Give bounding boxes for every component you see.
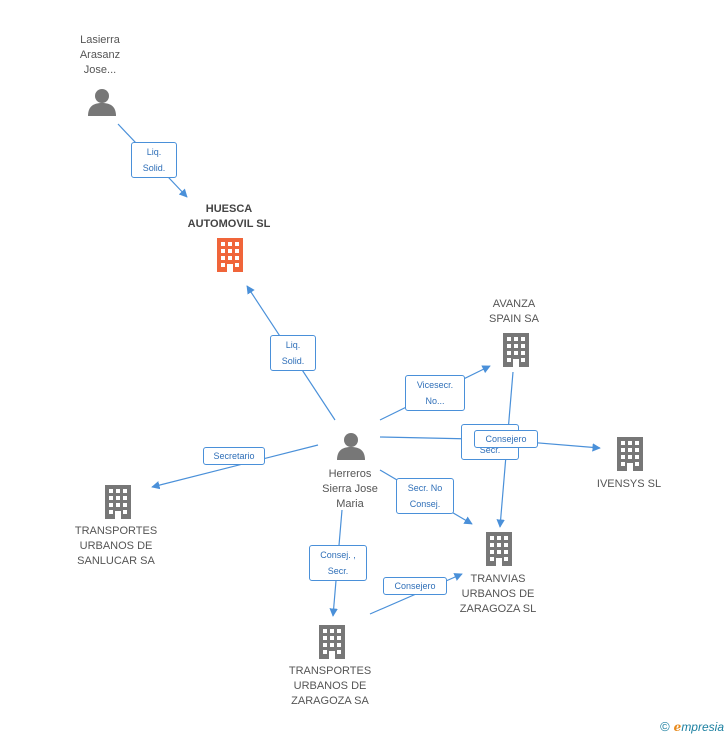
building-icon[interactable] (217, 238, 243, 272)
edge-label-avanza-ivensys[interactable]: Consejero (474, 430, 538, 448)
brand-name: mpresia (681, 720, 724, 734)
building-icon[interactable] (486, 532, 512, 566)
edge-label-herreros-avanza[interactable]: Vicesecr. No... (405, 375, 465, 411)
copyright-icon: © (660, 719, 670, 734)
building-icon[interactable] (503, 333, 529, 367)
node-label-tranvias[interactable]: TRANVIAS URBANOS DE ZARAGOZA SL (459, 573, 537, 615)
person-icon[interactable] (337, 433, 365, 460)
edge-label-lasierra-huesca[interactable]: Liq. Solid. (131, 142, 177, 178)
edge-label-herreros-huesca[interactable]: Liq. Solid. (270, 335, 316, 371)
edge-label-herreros-sanlucar[interactable]: Secretario (203, 447, 265, 465)
node-label-sanlucar[interactable]: TRANSPORTES URBANOS DE SANLUCAR SA (74, 525, 158, 567)
building-icon[interactable] (105, 485, 131, 519)
edge-label-herreros-tranvias[interactable]: Secr. No Consej. (396, 478, 454, 514)
node-label-zaragoza[interactable]: TRANSPORTES URBANOS DE ZARAGOZA SA (288, 665, 372, 707)
building-icon[interactable] (319, 625, 345, 659)
edge-label-zaragoza-tranvias[interactable]: Consejero (383, 577, 447, 595)
edge-label-herreros-zaragoza[interactable]: Consej. , Secr. (309, 545, 367, 581)
node-label-lasierra[interactable]: Lasierra Arasanz Jose... (79, 34, 121, 76)
edge-herreros-sanlucar (151, 444, 319, 490)
brand-logo-e: e (673, 720, 682, 734)
building-icon[interactable] (617, 437, 643, 471)
node-label-ivensys[interactable]: IVENSYS SL (596, 478, 662, 490)
node-label-avanza[interactable]: AVANZA SPAIN SA (489, 298, 539, 325)
node-label-herreros[interactable]: Herreros Sierra Jose Maria (322, 468, 378, 510)
person-icon[interactable] (88, 89, 116, 116)
node-label-huesca[interactable]: HUESCA AUTOMOVIL SL (187, 203, 271, 230)
empresia-watermark: ©empresia (660, 719, 724, 734)
